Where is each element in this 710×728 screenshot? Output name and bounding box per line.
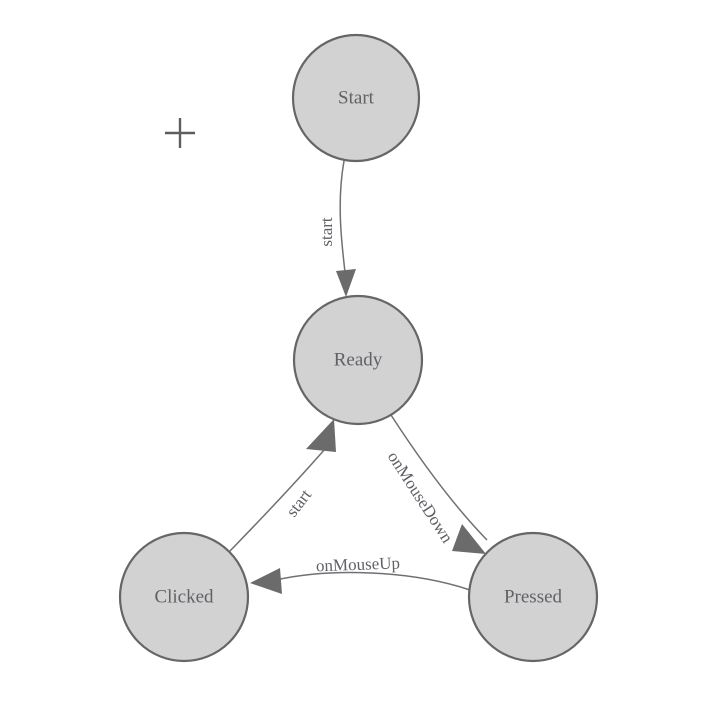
edge-start-to-ready[interactable]: start <box>317 160 356 297</box>
arrowhead-icon <box>452 524 486 554</box>
arrowhead-icon <box>336 269 356 297</box>
state-node-pressed[interactable]: Pressed <box>467 531 599 663</box>
edge-label-start-to-ready: start <box>317 217 336 247</box>
state-node-clicked[interactable]: Clicked <box>118 531 250 663</box>
state-circle-ready[interactable] <box>292 294 424 426</box>
plus-marker-icon <box>165 118 195 148</box>
edge-clicked-to-ready[interactable]: start <box>228 419 336 553</box>
state-circle-start[interactable] <box>291 33 421 163</box>
edge-ready-to-pressed[interactable]: onMouseDown <box>384 414 488 554</box>
edge-path-pressed-to-clicked <box>275 571 471 591</box>
edge-label-ready-to-pressed: onMouseDown <box>384 448 457 547</box>
state-node-ready[interactable]: Ready <box>292 294 424 426</box>
state-node-start[interactable]: Start <box>291 33 421 163</box>
edge-path-ready-to-pressed <box>390 414 488 541</box>
edge-path-clicked-to-ready <box>228 448 326 553</box>
edge-path-start-to-ready <box>339 160 346 273</box>
edge-pressed-to-clicked[interactable]: onMouseUp <box>250 553 471 594</box>
state-circle-pressed[interactable] <box>467 531 599 663</box>
state-circle-clicked[interactable] <box>118 531 250 663</box>
arrowhead-icon <box>250 568 282 594</box>
arrowhead-icon <box>306 419 336 452</box>
